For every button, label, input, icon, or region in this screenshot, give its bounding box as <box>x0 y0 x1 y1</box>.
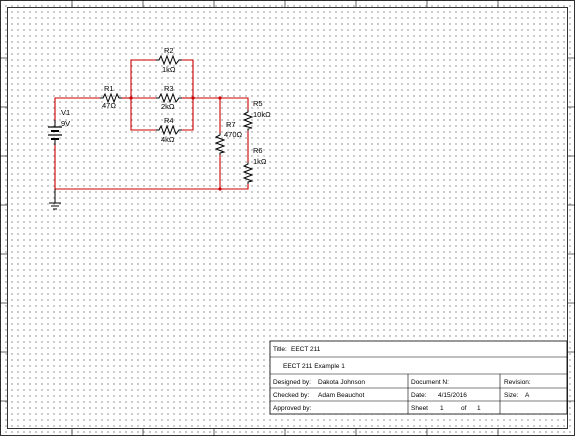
resistor-r5-symbol <box>242 110 254 131</box>
resistor-r3[interactable]: R3 2kΩ <box>156 84 182 111</box>
battery-v1[interactable]: V1 9V <box>48 108 70 145</box>
resistor-r4[interactable]: R4 4kΩ <box>156 116 182 144</box>
description-value: EECT 211 Example 1 <box>283 363 345 370</box>
junctions <box>129 96 222 191</box>
wire-node-to-r2 <box>130 59 156 98</box>
wire-v1-to-r1 <box>54 97 100 123</box>
size-value: A <box>525 392 530 399</box>
r3-name: R3 <box>164 84 174 93</box>
checked-by-label: Checked by: <box>273 392 309 399</box>
resistor-r5[interactable]: R5 10kΩ <box>242 99 271 131</box>
date-value: 4/15/2016 <box>438 392 467 399</box>
ground-icon <box>49 189 61 210</box>
r6-name: R6 <box>253 146 263 155</box>
r3-value: 2kΩ <box>161 102 175 111</box>
resistor-r2[interactable]: R2 1kΩ <box>156 46 182 74</box>
sheet-total: 1 <box>477 405 481 412</box>
resistor-r4-symbol <box>156 124 182 136</box>
document-label: Document N: <box>411 379 449 386</box>
wire-r4-to-right <box>182 98 194 131</box>
sheet-number: 1 <box>440 405 444 412</box>
resistor-r1-symbol <box>100 92 122 104</box>
r1-value: 47Ω <box>102 101 116 110</box>
wire-r2-to-right <box>182 59 194 98</box>
wire-node-to-r4 <box>130 98 156 131</box>
checked-by-value: Adam Beauchot <box>318 392 364 399</box>
date-label: Date: <box>411 392 427 399</box>
r5-value: 10kΩ <box>253 110 271 119</box>
r5-name: R5 <box>253 99 263 108</box>
resistor-r7[interactable]: R7 470Ω <box>214 120 243 155</box>
sheet-label: Sheet <box>411 405 428 412</box>
size-label: Size: <box>504 392 519 399</box>
resistor-r7-symbol <box>214 133 226 155</box>
title-value: EECT 211 <box>291 346 321 353</box>
r4-value: 4kΩ <box>161 135 175 144</box>
approved-by-label: Approved by: <box>273 405 311 412</box>
wire-r6-to-ground-rail <box>54 143 249 190</box>
v1-value: 9V <box>61 119 70 128</box>
designed-by-value: Dakota Johnson <box>318 379 365 386</box>
r1-name: R1 <box>104 84 114 93</box>
r6-value: 1kΩ <box>253 157 267 166</box>
r7-name: R7 <box>226 120 236 129</box>
wires <box>54 59 249 190</box>
revision-label: Revision: <box>504 379 531 386</box>
v1-name: V1 <box>61 108 70 117</box>
wire-to-r5 <box>193 97 249 110</box>
sheet-of-label: of <box>461 405 467 412</box>
r4-name: R4 <box>164 116 174 125</box>
resistor-r6[interactable]: R6 1kΩ <box>242 146 267 184</box>
r2-value: 1kΩ <box>162 65 176 74</box>
designed-by-label: Designed by: <box>273 379 311 386</box>
resistor-r3-symbol <box>156 92 182 104</box>
resistor-r2-symbol <box>156 54 182 66</box>
r7-value: 470Ω <box>224 130 243 139</box>
title-block: Title: EECT 211 EECT 211 Example 1 Desig… <box>269 340 568 415</box>
resistor-r1[interactable]: R1 47Ω <box>100 84 122 110</box>
title-label: Title: <box>273 346 287 353</box>
r2-name: R2 <box>164 46 174 55</box>
resistor-r6-symbol <box>242 162 254 184</box>
